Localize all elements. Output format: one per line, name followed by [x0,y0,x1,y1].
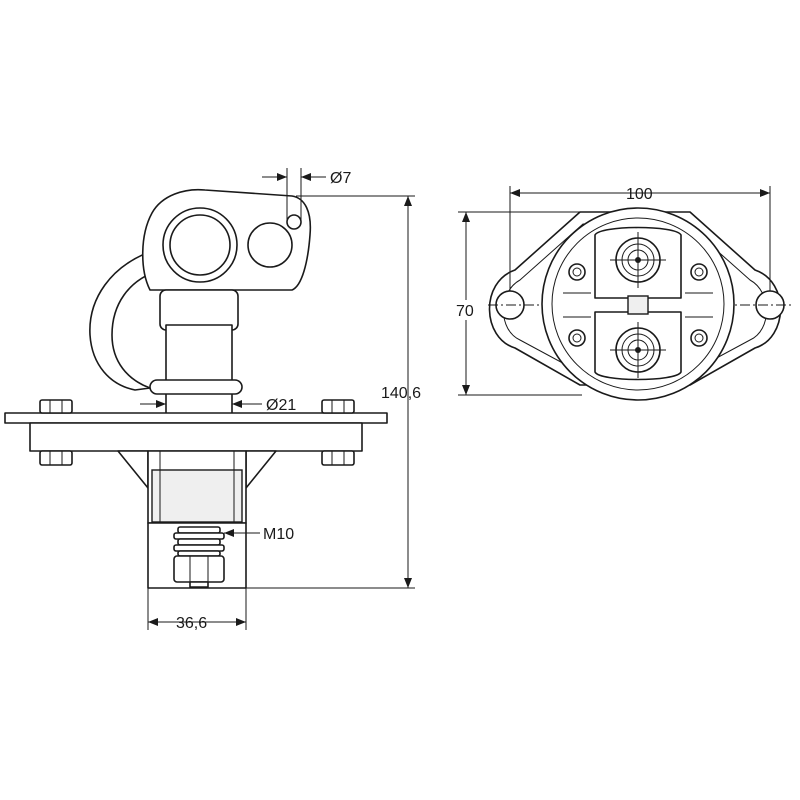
label-hole-diameter: Ø7 [330,170,351,187]
key-collar [159,289,239,331]
label-base-width: 36,6 [176,615,207,632]
terminal-nut [173,555,225,588]
retaining-ring [149,379,243,395]
key-lanyard-hole [286,214,302,230]
label-plate-height-bg [454,300,480,320]
label-shaft-diameter: Ø21 [266,397,296,414]
key-grip-hole [247,222,293,268]
label-plate-width: 100 [626,186,653,203]
nut-bottom-left [39,450,73,466]
key-shaft [165,324,233,416]
key-tether [89,249,161,391]
terminal-lower [610,322,666,378]
terminal-spring [173,526,225,557]
dim-shaft-diameter [140,400,262,408]
bolt-top-left [39,399,73,414]
top-body-inner [551,217,725,391]
side-bolts [563,263,713,347]
label-plate-height: 70 [456,303,474,320]
key-hub-inner [169,214,231,276]
terminal-neck [627,295,649,315]
dim-hole-diameter [262,168,326,222]
label-total-height: 140,6 [381,385,421,402]
dim-plate-height [458,211,582,396]
gusset-left [117,450,149,489]
dim-base-width [147,588,247,630]
dim-thread [224,529,260,537]
gusset-right [245,450,277,489]
terminal-upper [610,232,666,288]
top-view: 100 70 [454,186,792,401]
label-thread: M10 [263,526,294,543]
body-flange [29,422,363,452]
mounting-plate [4,412,388,424]
bolt-top-right [321,399,355,414]
nut-bottom-right [321,450,355,466]
lower-body-shade [151,469,243,523]
side-view: Ø7 Ø21 140,6 M10 [4,168,421,632]
dim-total-height [246,195,415,589]
dim-plate-width [509,186,771,291]
